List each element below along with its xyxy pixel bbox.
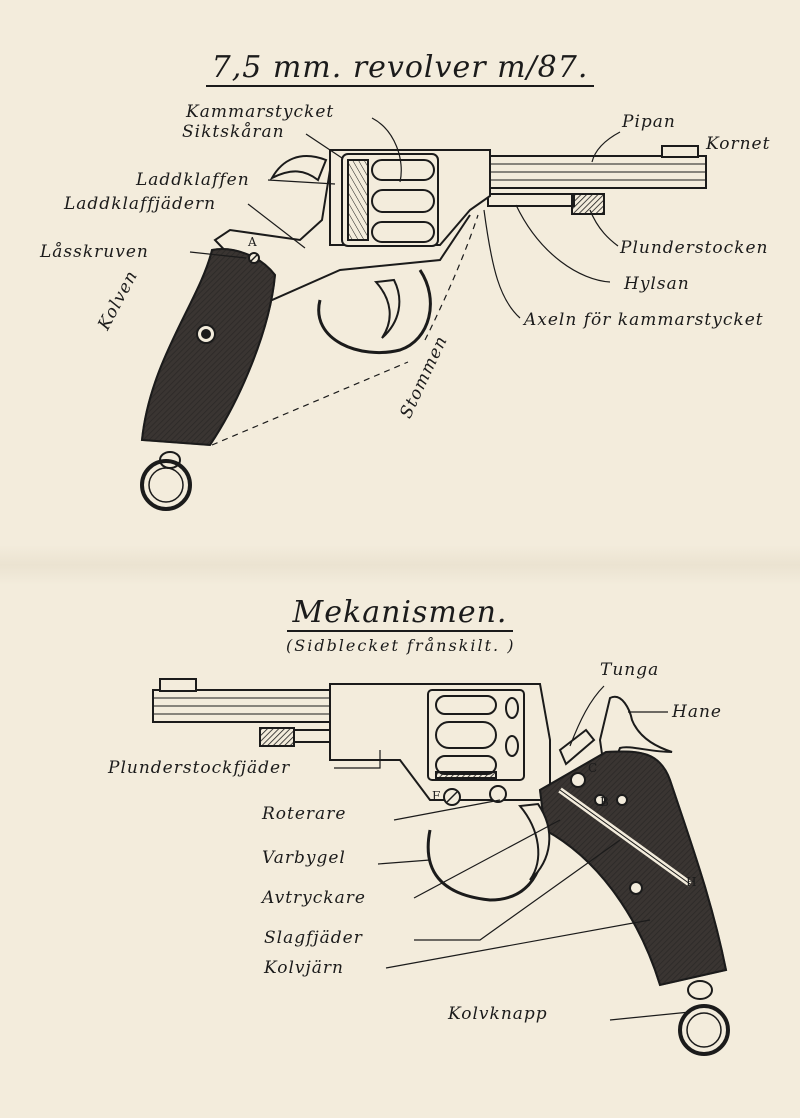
- top-ejector-knob: [571, 193, 605, 215]
- label-hylsan: Hylsan: [624, 274, 690, 294]
- label-lasskruven: Låsskruven: [40, 242, 149, 262]
- label-axeln: Axeln för kammarstycket: [524, 310, 764, 330]
- bottom-cylinder: [427, 689, 525, 781]
- label-laddklaffen: Laddklaffen: [136, 170, 250, 190]
- bottom-hammer: [598, 695, 673, 786]
- label-letter-h: H: [686, 875, 698, 889]
- label-siktskaran: Siktskåran: [182, 122, 285, 142]
- top-ejector-housing: [487, 193, 575, 207]
- bottom-leader-lines: [334, 685, 691, 1021]
- page-title: 7,5 mm. revolver m/87.: [0, 50, 800, 87]
- label-varbygel: Varbygel: [262, 848, 346, 868]
- top-front-sight: [661, 145, 699, 158]
- label-pipan: Pipan: [622, 112, 676, 132]
- label-plunderstocken: Plunderstocken: [620, 238, 769, 258]
- bottom-lanyard-ring: [678, 1004, 730, 1056]
- bottom-ejector-knob: [259, 727, 295, 747]
- bottom-revolver: [152, 678, 730, 1056]
- bottom-trigger: [518, 802, 551, 881]
- label-plunderstockfjader: Plunderstockfjäder: [108, 758, 291, 778]
- top-trigger-guard: [317, 269, 432, 355]
- label-roterare: Roterare: [262, 804, 347, 824]
- label-letter-a: A: [248, 235, 258, 249]
- label-letter-f: F: [432, 789, 442, 803]
- label-letter-c: C: [588, 761, 599, 775]
- bottom-tongue: [558, 728, 596, 766]
- label-avtryckare: Avtryckare: [262, 888, 366, 908]
- label-tunga: Tunga: [600, 660, 660, 680]
- label-letter-b: B: [600, 795, 610, 809]
- label-kammarstycket: Kammarstycket: [186, 102, 335, 122]
- mechanism-title: Mekanismen.: [0, 595, 800, 632]
- label-laddklaffjadern: Laddklaffjädern: [64, 194, 217, 214]
- page-fold: [0, 545, 800, 585]
- label-kolvjarn: Kolvjärn: [264, 958, 345, 978]
- label-hane: Hane: [672, 702, 722, 722]
- top-hammer: [269, 155, 328, 182]
- bottom-front-sight: [159, 678, 197, 692]
- label-kolvknapp: Kolvknapp: [448, 1004, 548, 1024]
- top-trigger: [373, 278, 401, 339]
- mechanism-subtitle: (Sidblecket frånskilt. ): [286, 636, 516, 655]
- label-slagfjader: Slagfjäder: [264, 928, 363, 948]
- label-kornet: Kornet: [706, 134, 771, 154]
- top-lanyard-ring: [140, 459, 192, 511]
- top-revolver: [140, 145, 707, 511]
- top-leader-lines: [189, 117, 621, 446]
- bottom-trigger-guard: [426, 829, 547, 902]
